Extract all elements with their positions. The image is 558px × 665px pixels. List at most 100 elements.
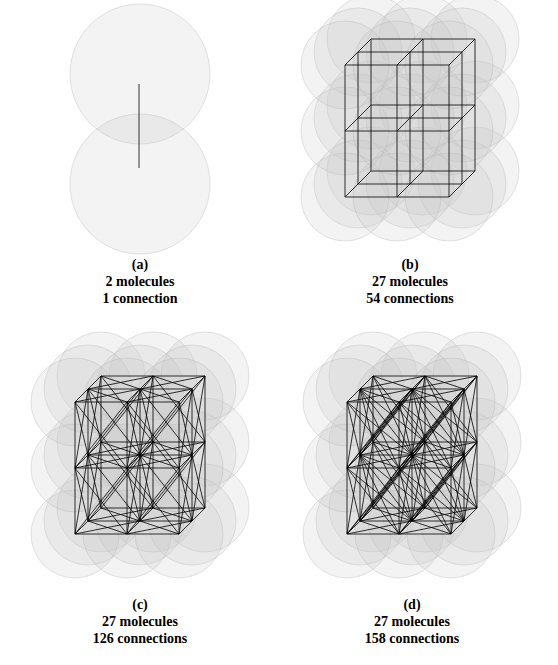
connection-line [423,39,475,40]
connection-line [399,468,451,534]
connection-line [397,131,449,132]
connection-line [412,455,413,521]
connection-line [75,402,76,468]
connection-line [399,534,451,535]
connection-line [192,389,193,455]
connection-line [410,105,423,118]
connection-line [475,39,476,105]
connection-line [397,65,398,131]
connection-line [88,455,89,521]
connection-line [410,52,411,118]
connection-line [347,468,399,534]
panel-letter: (d) [300,596,524,613]
connection-line [410,171,423,184]
connection-line [399,455,464,468]
connection-line [451,402,452,468]
connection-line [75,521,140,534]
connection-line [345,197,397,198]
connection-line [412,389,413,455]
connection-line [75,468,127,534]
connection-line [140,455,192,521]
connection-line [345,65,346,131]
connection-line [153,376,154,442]
connection-line [399,455,464,534]
connection-line [358,118,359,184]
connection-line [347,389,412,402]
connection-line [153,442,154,508]
connection-line [412,508,477,521]
connection-line [451,389,464,402]
molecule-count: 27 molecules [300,613,524,630]
connection-line [140,508,205,521]
connection-line [371,39,372,105]
connection-line [345,52,358,65]
connection-line [360,389,361,455]
connection-line [88,455,140,521]
connection-line [397,197,449,198]
connection-line [127,402,179,468]
connection-line [462,39,475,52]
panel-letter: (b) [298,256,522,273]
connection-line [345,118,358,131]
connection-line [449,52,462,65]
connection-line [75,468,127,469]
connection-line [153,376,205,377]
connection-line [192,376,205,455]
connection-line [347,455,412,468]
connection-line [397,65,449,66]
connection-line [127,455,192,468]
connection-line [192,376,205,389]
connection-line [410,39,423,52]
connection-line [101,442,102,508]
connection-line [179,389,192,468]
connection-line [205,376,206,442]
connection-line [464,376,477,389]
connection-line [347,468,399,469]
connection-line [451,468,452,534]
connection-line [127,468,179,534]
connection-line [410,52,462,53]
connection-line [127,389,192,402]
connection-line [449,118,462,131]
connection-count: 126 connections [28,630,252,647]
molecule-count: 27 molecules [298,273,522,290]
connection-line [179,468,180,534]
connection-line [360,521,412,522]
connection-line [347,402,348,468]
panel-letter: (c) [28,596,252,613]
connection-line [347,402,412,455]
connection-line [399,389,464,402]
connection-line [412,455,464,456]
connection-line [358,39,371,52]
connection-line [425,376,426,442]
connection-line [451,455,464,534]
connection-line [397,131,398,197]
connection-line [410,118,462,119]
connection-line [464,455,465,521]
connection-line [347,468,348,534]
connection-line [140,389,192,455]
connection-line [139,84,140,168]
connection-line [477,442,478,508]
connection-line [358,52,359,118]
molecule-sphere [70,114,210,254]
connection-line [347,402,399,468]
connection-line [347,455,412,534]
connection-line [127,534,179,535]
connection-line [360,389,412,390]
connection-line [423,39,424,105]
connection-line [358,52,410,53]
connection-line [88,389,140,455]
connection-line [449,131,450,197]
connection-line [462,171,475,184]
connection-line [449,65,450,131]
connection-line [192,455,193,521]
connection-line [88,389,140,455]
connection-line [345,184,358,197]
molecule-count: 27 molecules [28,613,252,630]
connection-line [397,184,410,197]
connection-line [425,376,477,377]
connection-line [88,521,140,522]
connection-line [140,389,141,455]
